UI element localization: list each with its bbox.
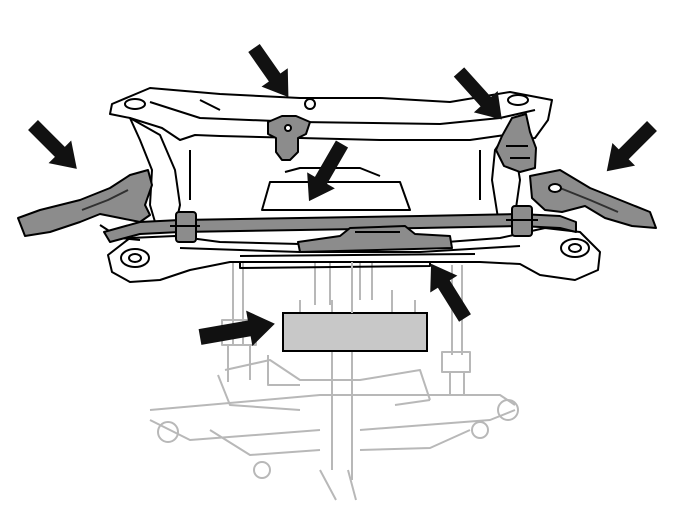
arrow-left-control-arm bbox=[28, 120, 77, 169]
right-control-arm bbox=[529, 169, 657, 229]
arrow-stabilizer-bar bbox=[307, 140, 349, 202]
left-control-arm bbox=[17, 169, 153, 241]
arrow-center-clamp bbox=[430, 263, 471, 322]
center-bracket bbox=[267, 115, 311, 161]
arrow-right-control-arm bbox=[606, 121, 657, 172]
transmission-jack bbox=[149, 262, 519, 501]
center-clamp bbox=[239, 225, 476, 257]
arrow-support-block bbox=[198, 310, 275, 347]
right-mount-bracket bbox=[495, 113, 537, 173]
arrow-right-mount bbox=[453, 67, 502, 120]
arrow-center-bracket bbox=[248, 43, 289, 98]
support-block bbox=[282, 262, 428, 352]
stabilizer-bar bbox=[103, 205, 577, 243]
